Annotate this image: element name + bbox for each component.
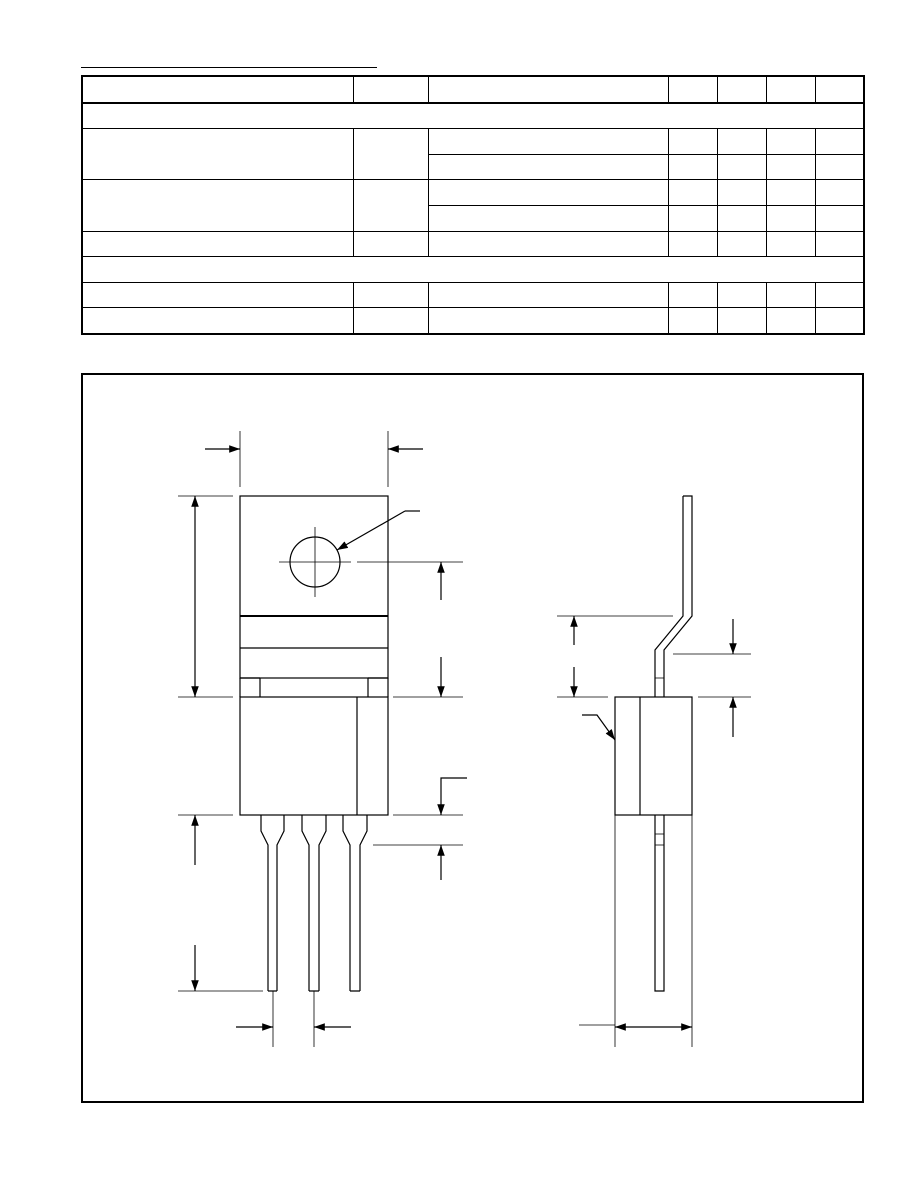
value-cell bbox=[814, 307, 865, 335]
table-row bbox=[81, 307, 865, 335]
section-row bbox=[81, 102, 865, 130]
value-cell bbox=[667, 153, 718, 181]
specification-table bbox=[81, 75, 865, 335]
header-cell bbox=[814, 75, 865, 104]
section-heading bbox=[81, 102, 865, 130]
section-heading bbox=[81, 256, 865, 283]
side-view bbox=[557, 495, 751, 1047]
value-cell bbox=[716, 281, 767, 309]
lead-right bbox=[342, 815, 368, 992]
condition-cell bbox=[427, 281, 669, 309]
value-cell bbox=[716, 128, 767, 155]
value-cell bbox=[765, 128, 816, 155]
value-cell bbox=[765, 307, 816, 335]
value-cell bbox=[814, 179, 865, 206]
header-cell bbox=[427, 75, 669, 104]
table-row bbox=[81, 230, 865, 258]
side-tab bbox=[654, 495, 693, 697]
package-body bbox=[239, 696, 389, 816]
value-cell bbox=[667, 230, 718, 258]
condition-cell bbox=[427, 307, 669, 335]
condition-cell bbox=[427, 204, 669, 232]
value-cell bbox=[765, 204, 816, 232]
body-leader bbox=[582, 714, 616, 741]
symbol-cell bbox=[352, 179, 429, 232]
parameter-cell bbox=[81, 307, 354, 335]
side-lead bbox=[654, 815, 665, 992]
lead-left bbox=[260, 815, 285, 992]
parameter-cell bbox=[81, 128, 354, 181]
tab-notch-right bbox=[367, 677, 389, 697]
value-cell bbox=[814, 128, 865, 155]
header-cell bbox=[667, 75, 718, 104]
value-cell bbox=[765, 281, 816, 309]
value-cell bbox=[716, 153, 767, 181]
condition-cell bbox=[427, 179, 669, 206]
package-drawing-svg bbox=[178, 431, 751, 1047]
hole-leader bbox=[336, 510, 406, 551]
value-cell bbox=[667, 281, 718, 309]
value-cell bbox=[667, 128, 718, 155]
value-cell bbox=[667, 204, 718, 232]
value-cell bbox=[814, 230, 865, 258]
table-row bbox=[82, 204, 865, 232]
condition-cell bbox=[427, 230, 669, 258]
symbol-cell bbox=[352, 281, 429, 309]
parameter-cell bbox=[81, 230, 354, 258]
value-cell bbox=[814, 204, 865, 232]
value-cell bbox=[765, 230, 816, 258]
header-rule bbox=[81, 67, 377, 68]
value-cell bbox=[716, 179, 767, 206]
value-cell bbox=[667, 179, 718, 206]
header-cell bbox=[352, 75, 429, 104]
parameter-cell bbox=[81, 281, 354, 309]
package-outline-drawing bbox=[81, 373, 864, 1103]
header-cell bbox=[765, 75, 816, 104]
lead-center bbox=[301, 815, 327, 992]
value-cell bbox=[716, 230, 767, 258]
section-row bbox=[81, 256, 865, 283]
tab-notch-left bbox=[239, 677, 261, 697]
table-row bbox=[81, 128, 865, 181]
header-cell bbox=[716, 75, 767, 104]
symbol-cell bbox=[352, 128, 429, 181]
condition-cell bbox=[427, 128, 669, 155]
header-cell bbox=[81, 75, 354, 104]
value-cell bbox=[716, 307, 767, 335]
table-header-row bbox=[81, 75, 865, 104]
condition-cell bbox=[427, 153, 669, 181]
front-view bbox=[178, 431, 467, 1047]
value-cell bbox=[765, 153, 816, 181]
shoulder-arrow-down bbox=[437, 777, 467, 815]
value-cell bbox=[814, 281, 865, 309]
value-cell bbox=[814, 153, 865, 181]
side-body bbox=[614, 696, 693, 816]
parameter-cell bbox=[81, 179, 354, 232]
value-cell bbox=[765, 179, 816, 206]
value-cell bbox=[667, 307, 718, 335]
mounting-tab bbox=[239, 495, 389, 679]
symbol-cell bbox=[352, 307, 429, 335]
table-row bbox=[81, 179, 865, 232]
symbol-cell bbox=[352, 230, 429, 258]
value-cell bbox=[716, 204, 767, 232]
table-row bbox=[81, 281, 865, 309]
